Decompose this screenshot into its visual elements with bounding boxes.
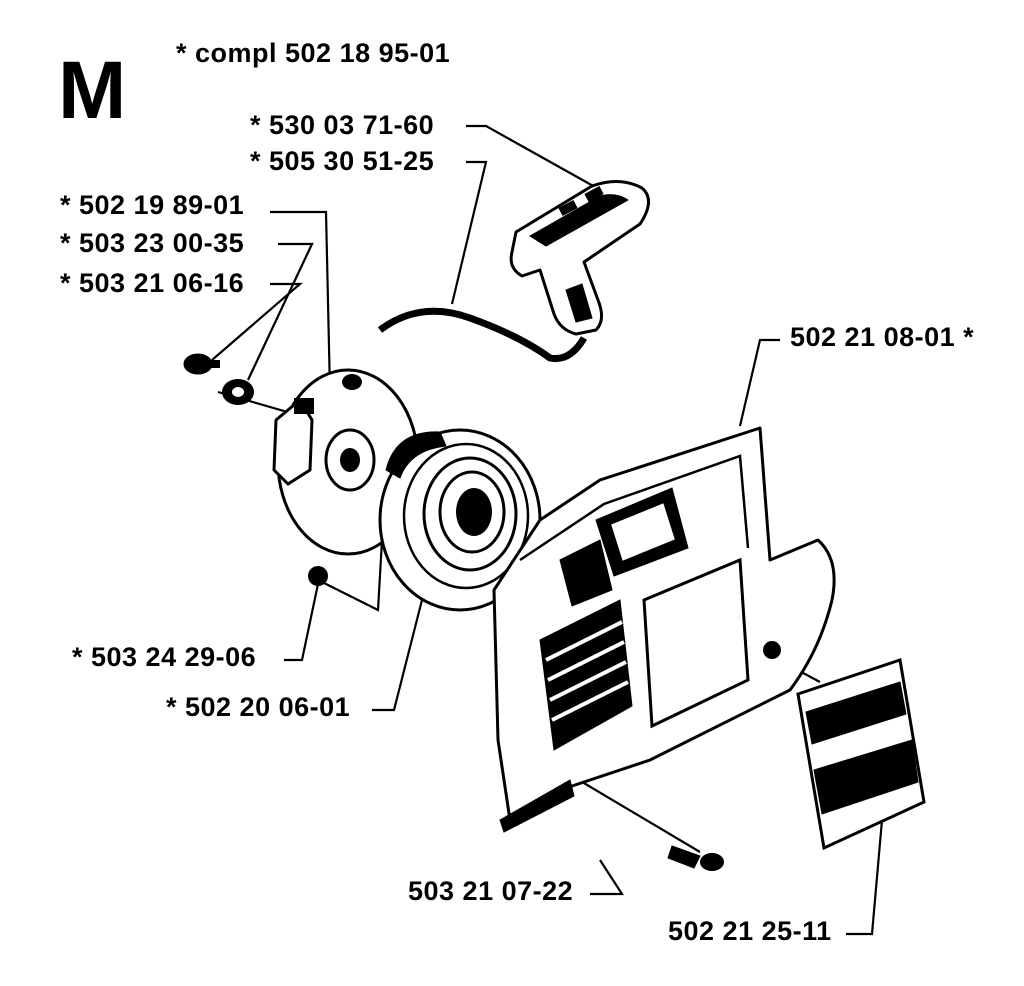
starter-handle xyxy=(509,180,650,336)
callout-screw-top: * 503 21 06-16 xyxy=(60,268,244,298)
starter-housing xyxy=(492,426,836,833)
callout-washer: * 503 23 00-35 xyxy=(60,228,244,258)
starter-rope xyxy=(377,307,588,363)
callout-handle: * 530 03 71-60 xyxy=(250,110,434,140)
washer xyxy=(222,379,254,405)
kit-note: * compl 502 18 95-01 xyxy=(176,38,450,68)
decal xyxy=(796,658,926,851)
housing-vent xyxy=(539,599,633,751)
callout-screw-bottom: 503 21 07-22 xyxy=(408,876,573,906)
screw-top xyxy=(183,353,220,375)
recoil-spring xyxy=(378,428,542,612)
callout-housing: 502 21 08-01 * xyxy=(790,322,974,352)
section-letter: M xyxy=(58,45,126,136)
callout-decal: 502 21 25-11 xyxy=(668,916,832,946)
callout-spring: * 502 20 06-01 xyxy=(166,692,350,722)
callout-bolt-small: * 503 24 29-06 xyxy=(72,642,256,672)
callout-pulley: * 502 19 89-01 xyxy=(60,190,244,220)
screw-bottom xyxy=(667,845,724,871)
callout-rope: * 505 30 51-25 xyxy=(250,146,434,176)
bolt-small xyxy=(308,566,328,586)
